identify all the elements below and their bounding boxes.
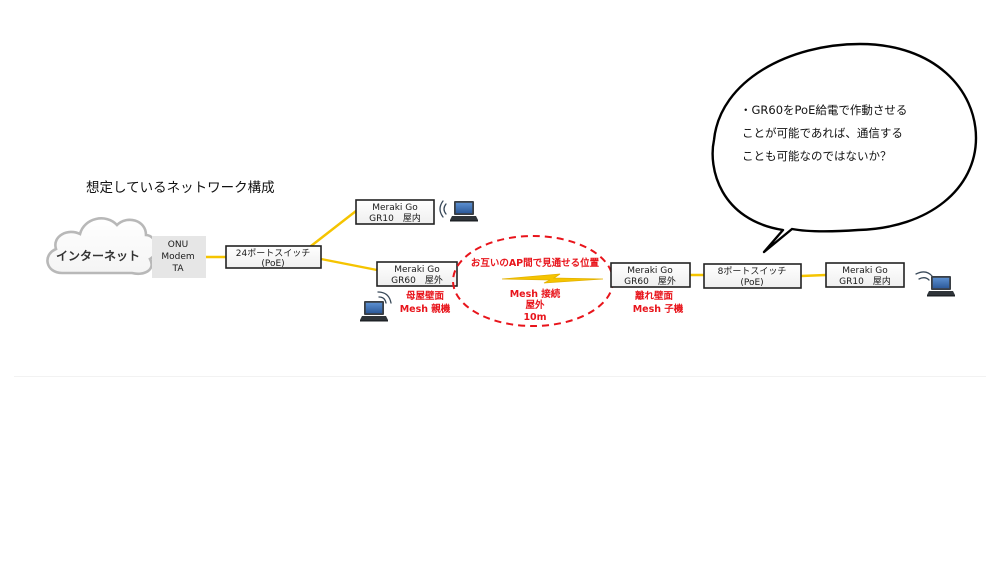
switch8-poe: (PoE)	[740, 278, 763, 288]
switch8-name: 8ポートスイッチ	[718, 266, 787, 277]
cables	[204, 209, 828, 278]
meraki-gr10-top: Meraki Go GR10 屋内	[355, 199, 435, 225]
laptop-icon	[450, 201, 478, 222]
mesh-connection-label: Mesh 接続	[510, 288, 561, 300]
mesh-heading: お互いのAP間で見通せる位置	[471, 257, 600, 269]
mesh-link-area: お互いのAP間で見通せる位置 Mesh 接続 屋外 10m	[452, 235, 614, 327]
bubble-line-3: ことも可能なのではないか？	[742, 149, 892, 163]
bubble-line-1: ・GR60をPoE給電で作動させる	[740, 103, 907, 117]
cable-switch24-gr10	[309, 209, 358, 248]
gr60-right-model: Meraki Go	[627, 266, 673, 276]
gr60-right-caption-wall: 離れ壁面	[635, 290, 674, 302]
switch-8port: 8ポートスイッチ (PoE)	[703, 263, 802, 289]
gr10-top-model: Meraki Go	[372, 203, 418, 213]
switch24-poe: (PoE)	[261, 259, 284, 269]
mesh-distance-label: 10m	[523, 312, 546, 323]
gr10-right-location: GR10 屋内	[839, 275, 891, 287]
gr60-left-caption-wall: 母屋壁面	[406, 290, 445, 302]
speech-bubble: ・GR60をPoE給電で作動させる ことが可能であれば、通信する ことも可能なの…	[711, 42, 978, 254]
mesh-outdoor-label: 屋外	[525, 299, 545, 311]
gr60-left-model: Meraki Go	[394, 265, 440, 275]
switch24-name: 24ポートスイッチ	[236, 248, 310, 259]
onu-modem-ta-box: ONU Modem TA	[152, 236, 206, 278]
meraki-gr60-left: Meraki Go GR60 屋外	[376, 261, 458, 287]
meraki-gr10-right: Meraki Go GR10 屋内	[825, 262, 905, 288]
internet-label: インターネット	[56, 249, 140, 263]
section-divider	[14, 376, 986, 377]
meraki-gr60-right: Meraki Go GR60 屋外	[610, 262, 691, 288]
wifi-icon	[377, 291, 392, 304]
gr60-left-location: GR60 屋外	[391, 274, 443, 286]
onu-label: ONU	[168, 240, 188, 250]
mesh-lightning-icon	[501, 273, 604, 284]
internet-cloud: インターネット	[46, 217, 158, 276]
gr10-top-location: GR10 屋内	[369, 212, 421, 224]
cable-switch24-gr60	[319, 257, 379, 272]
gr60-left-caption-role: Mesh 親機	[400, 303, 451, 315]
modem-label: Modem	[161, 252, 194, 262]
gr10-right-model: Meraki Go	[842, 266, 888, 276]
switch-24port: 24ポートスイッチ (PoE)	[225, 245, 322, 269]
wifi-icon	[915, 271, 933, 281]
laptop-icon	[927, 276, 955, 297]
gr60-right-location: GR60 屋外	[624, 275, 676, 287]
gr60-right-caption-role: Mesh 子機	[633, 303, 684, 315]
diagram-title: 想定しているネットワーク構成	[86, 180, 275, 196]
cable-switch8-gr10	[799, 273, 828, 278]
ta-label: TA	[172, 264, 185, 274]
bubble-line-2: ことが可能であれば、通信する	[742, 126, 903, 140]
laptop-icon	[360, 301, 388, 322]
wifi-icon	[439, 200, 447, 218]
